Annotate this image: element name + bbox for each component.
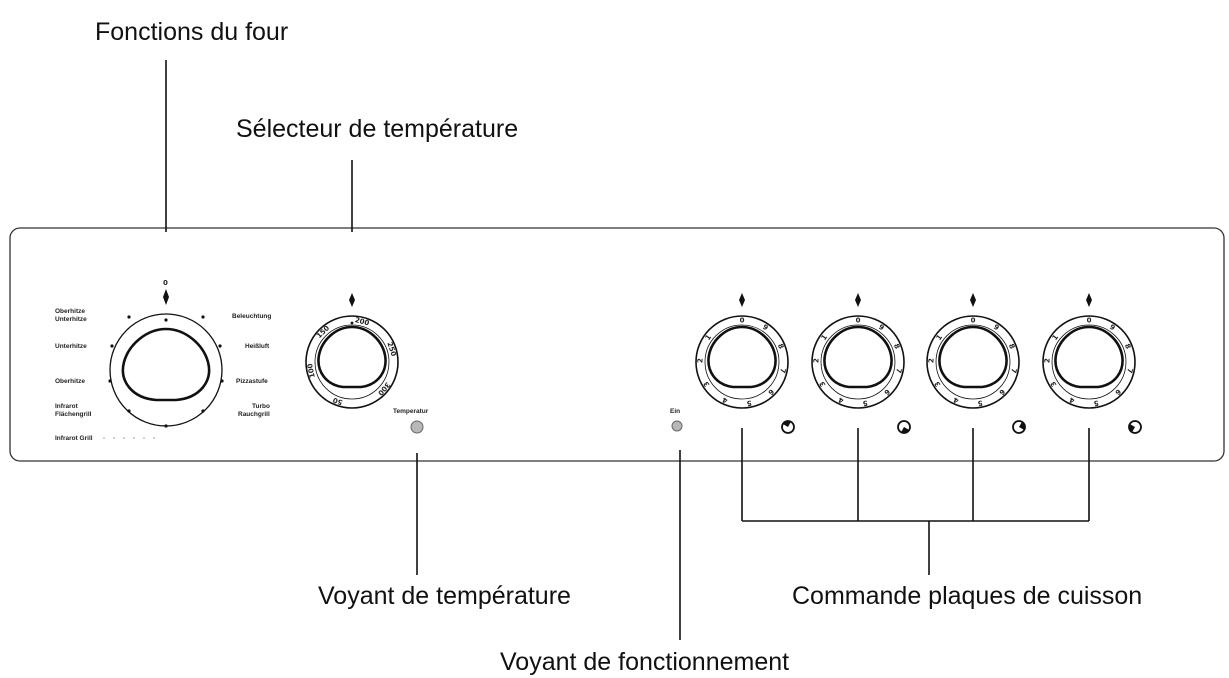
hob-scale-label: 6 [1113, 387, 1122, 396]
hob-scale-label: 3 [933, 380, 942, 388]
hob-scale-label: 9 [1108, 323, 1117, 332]
hob-scale-label: 0 [971, 317, 976, 325]
hob-scale-label: 8 [1007, 343, 1016, 351]
hob-scale-label: 6 [997, 387, 1006, 396]
function-label-infrarot-flachengrill-1: Infrarot [55, 403, 79, 410]
function-label-oberhitze-unterhitze-1: Oberhitze [55, 308, 85, 315]
hob-scale-label: 6 [766, 387, 775, 396]
hob-scale-label: 1 [820, 333, 829, 342]
function-knob[interactable] [121, 327, 211, 402]
hob-pointer-icon [1086, 293, 1092, 307]
on-light-label: Ein [670, 408, 680, 415]
hob-dial-4[interactable]: 0 9 8 7 6 5 4 3 2 1 [1042, 293, 1142, 434]
hob-knob[interactable] [823, 325, 893, 389]
callout-operation-light: Voyant de fonctionnement [500, 648, 789, 676]
hob-scale-label: 8 [892, 343, 901, 351]
rear-left-plate-icon [781, 420, 795, 434]
hob-scale-label: 5 [977, 399, 983, 408]
temperature-indicator-light [410, 420, 424, 434]
temperature-knob[interactable] [317, 325, 387, 389]
operation-indicator-light [671, 420, 683, 432]
hob-scale-label: 0 [856, 317, 861, 325]
hob-scale-label: 7 [1009, 367, 1018, 374]
hob-scale-label: 4 [837, 395, 845, 404]
temperature-light-label: Temperatur [393, 408, 429, 415]
hob-dial-1[interactable]: 0 9 8 7 6 5 4 3 2 1 [695, 293, 795, 434]
function-zero-mark: 0 [163, 279, 168, 287]
hob-scale-label: 3 [1049, 380, 1058, 388]
hob-scale-label: 8 [1123, 343, 1132, 351]
hob-scale-label: 4 [952, 395, 960, 404]
function-label-infrarot-flachengrill-2: Flächengrill [55, 411, 92, 418]
function-label-turbo-rauchgrill-1: Turbo [252, 403, 270, 410]
hob-scale-label: 4 [721, 395, 729, 404]
hob-scale-label: 2 [696, 358, 704, 363]
hob-scale-label: 7 [1125, 367, 1134, 374]
hob-scale-label: 3 [818, 380, 827, 388]
hob-scale-label: 0 [740, 317, 745, 325]
hob-scale-label: 1 [1051, 333, 1060, 342]
hob-scale-label: 4 [1068, 395, 1076, 404]
temperature-scale-label: 50 [332, 396, 344, 407]
function-label-oberhitze-unterhitze-2: Unterhitze [55, 316, 87, 323]
hob-pointer-icon [855, 293, 861, 307]
callout-temperature-light: Voyant de température [318, 582, 571, 610]
hob-knob[interactable] [1054, 325, 1124, 389]
operation-light-group: Ein [670, 408, 683, 432]
hob-scale-label: 8 [776, 343, 785, 351]
hob-scale-label: 9 [877, 323, 886, 332]
callout-temperature-selector: Sélecteur de température [236, 115, 518, 143]
hob-scale-label: 5 [1093, 399, 1099, 408]
hob-pointer-icon [739, 293, 745, 307]
front-right-plate-icon [1012, 420, 1026, 434]
callout-oven-functions: Fonctions du four [95, 18, 288, 46]
function-label-beleuchtung: Beleuchtung [232, 313, 271, 320]
temperature-scale-label: 100 [306, 363, 317, 379]
hob-scale-label: 7 [778, 367, 787, 374]
leader-hob-controls [741, 428, 1090, 575]
hob-scale-label: 0 [1087, 317, 1092, 325]
temperature-scale-label: 200 [354, 316, 370, 327]
control-panel [9, 227, 1225, 462]
function-label-pizzastufe: Pizzastufe [236, 378, 268, 385]
hob-scale-label: 9 [992, 323, 1001, 332]
hob-scale-label: 2 [812, 358, 820, 363]
hob-pointer-icon [970, 293, 976, 307]
hob-knob[interactable] [938, 325, 1008, 389]
function-label-unterhitze: Unterhitze [55, 343, 87, 350]
temperature-pointer-icon [349, 293, 355, 307]
hob-knob[interactable] [707, 325, 777, 389]
hob-scale-label: 1 [704, 333, 713, 342]
function-label-oberhitze: Oberhitze [55, 378, 85, 385]
hob-scale-label: 6 [882, 387, 891, 396]
callout-hob-controls: Commande plaques de cuisson [792, 582, 1142, 610]
rear-right-plate-icon [1128, 420, 1142, 434]
front-left-plate-icon [897, 420, 911, 434]
hob-scale-label: 3 [702, 380, 711, 388]
hob-scale-label: 9 [761, 323, 770, 332]
hob-dial-2[interactable]: 0 9 8 7 6 5 4 3 2 1 [811, 293, 911, 434]
function-label-turbo-rauchgrill-2: Rauchgrill [238, 411, 270, 418]
function-label-heissluft: Heißluft [245, 343, 270, 350]
hob-scale-label: 7 [894, 367, 903, 374]
oven-function-dial[interactable]: 0 Oberhitze Unterhitze Unterhitze Oberhi… [55, 279, 271, 442]
hob-scale-label: 5 [862, 399, 868, 408]
hob-dial-3[interactable]: 0 9 8 7 6 5 4 3 2 1 [926, 293, 1026, 434]
hob-scale-label: 2 [927, 358, 935, 363]
function-label-infrarot-grill: Infrarot Grill [55, 435, 93, 442]
hob-scale-label: 5 [746, 399, 752, 408]
hob-scale-label: 2 [1043, 358, 1051, 363]
hob-scale-label: 1 [935, 333, 944, 342]
function-pointer-icon [163, 289, 169, 305]
